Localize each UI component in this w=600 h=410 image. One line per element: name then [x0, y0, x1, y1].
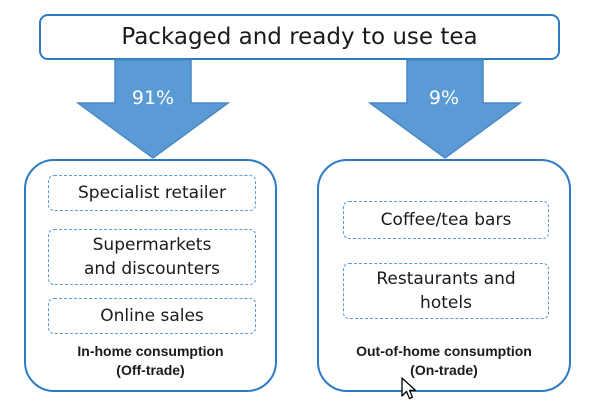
- on-trade-panel: Coffee/tea bars Restaurants and hotels O…: [317, 159, 571, 392]
- channel-online-sales: Online sales: [48, 298, 256, 334]
- channel-coffee-tea-bars: Coffee/tea bars: [343, 201, 549, 239]
- right-down-arrow-icon: [368, 59, 522, 159]
- diagram-title: Packaged and ready to use tea: [121, 24, 478, 50]
- left-arrow-percentage: 91%: [131, 87, 175, 109]
- channel-label: Restaurants and hotels: [376, 269, 516, 313]
- channel-label: Online sales: [100, 306, 204, 326]
- on-trade-caption: Out-of-home consumption (On-trade): [319, 342, 569, 380]
- channel-label: Coffee/tea bars: [380, 210, 512, 230]
- channel-label: Specialist retailer: [78, 183, 226, 203]
- off-trade-panel: Specialist retailer Supermarkets and dis…: [24, 159, 277, 392]
- off-trade-caption: In-home consumption (Off-trade): [26, 342, 275, 380]
- caption-line: (On-trade): [410, 362, 478, 378]
- channel-restaurants-hotels: Restaurants and hotels: [343, 263, 549, 319]
- channel-supermarkets: Supermarkets and discounters: [48, 229, 256, 285]
- channel-label: Supermarkets and discounters: [83, 235, 221, 279]
- caption-line: (Off-trade): [116, 362, 185, 378]
- packaged-tea-box: Packaged and ready to use tea: [39, 14, 560, 60]
- mouse-pointer-icon: [401, 377, 417, 400]
- left-down-arrow-icon: [76, 59, 230, 159]
- caption-line: Out-of-home consumption: [356, 343, 532, 359]
- channel-specialist-retailer: Specialist retailer: [48, 175, 256, 211]
- caption-line: In-home consumption: [77, 343, 224, 359]
- right-arrow-percentage: 9%: [428, 87, 460, 109]
